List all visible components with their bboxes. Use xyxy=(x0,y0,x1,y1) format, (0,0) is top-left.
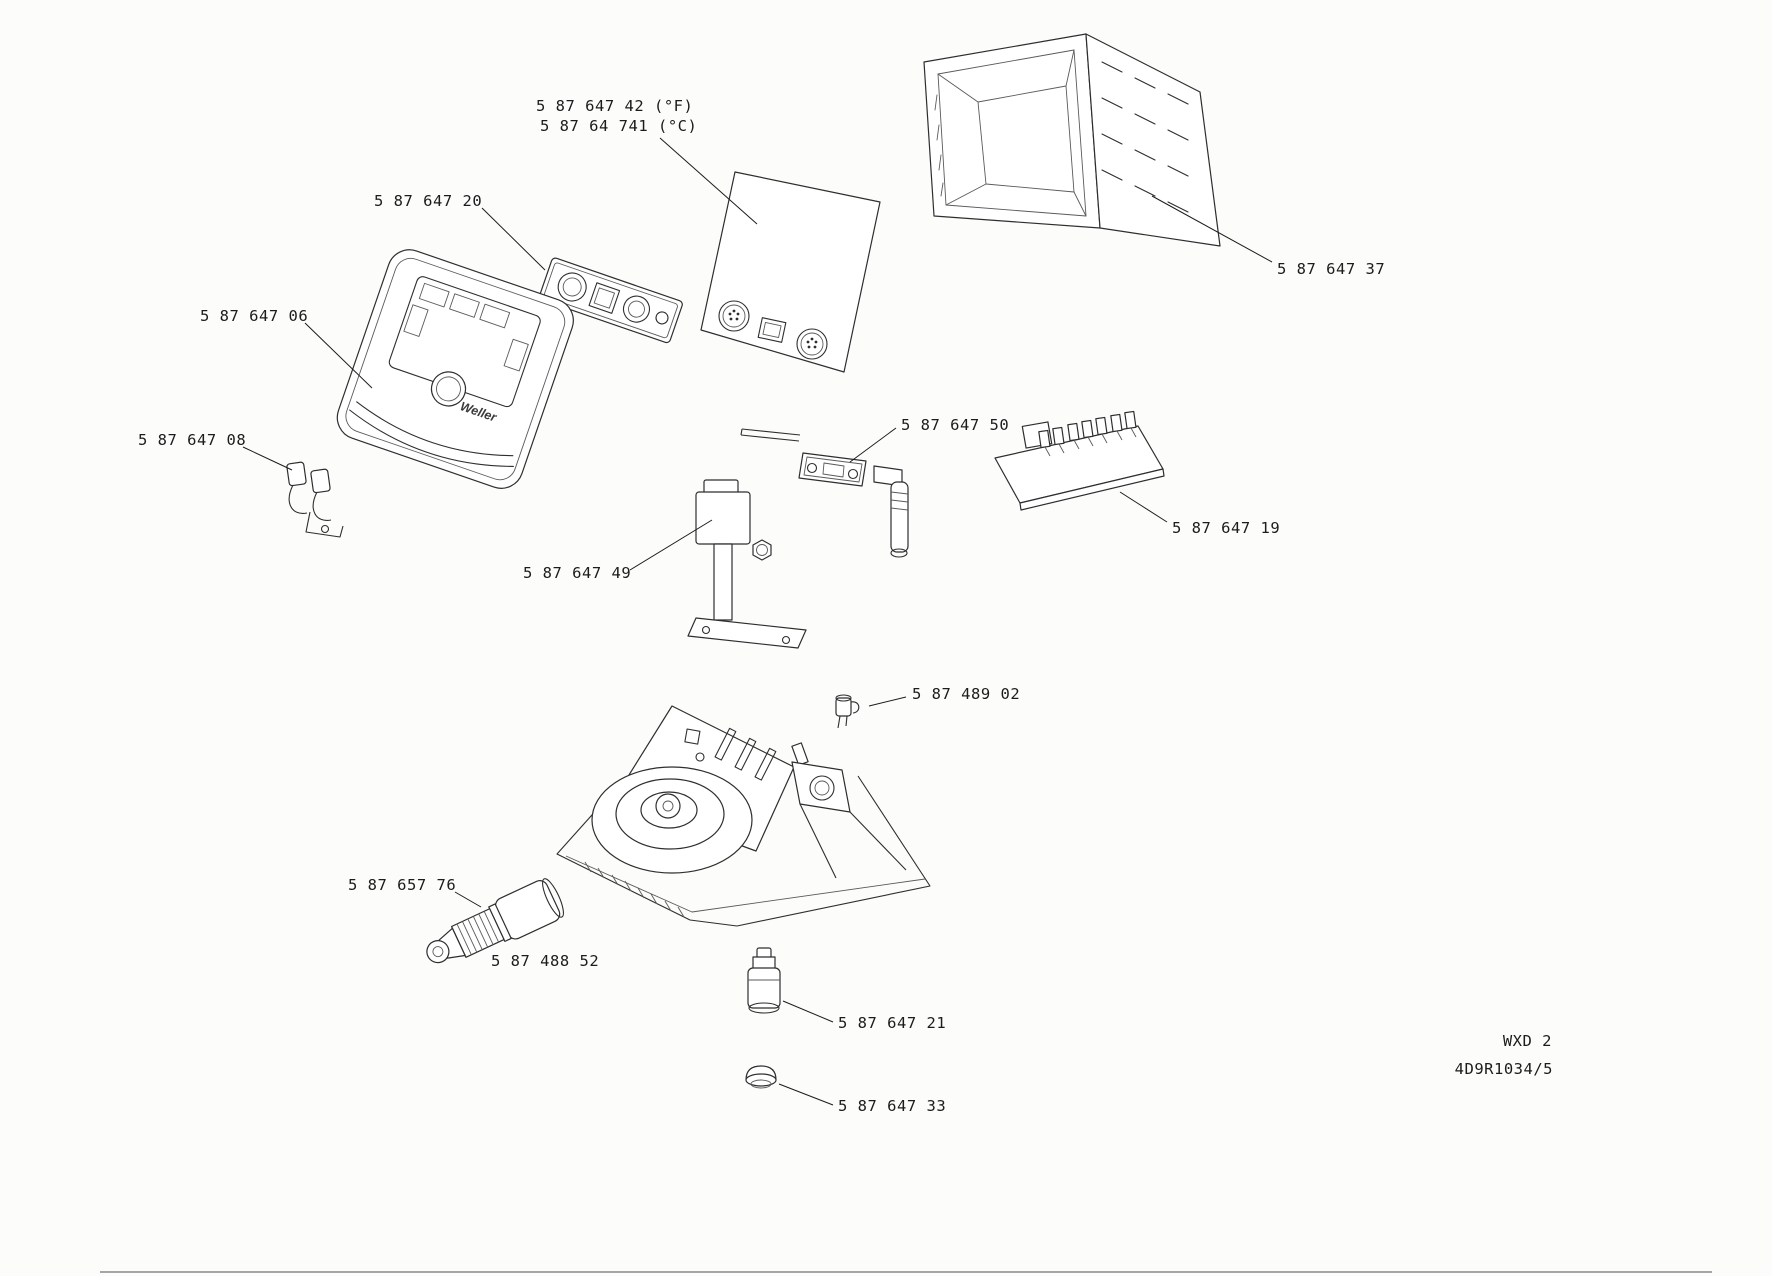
product-name: WXD 2 xyxy=(1503,1032,1552,1050)
label-pcb: 5 87 647 19 xyxy=(1172,519,1280,537)
label-tube-connector: 5 87 647 50 xyxy=(901,416,1009,434)
clip-drawing xyxy=(835,694,860,729)
pcb-drawing xyxy=(994,410,1165,511)
label-barrel: 5 87 488 52 xyxy=(491,952,599,970)
housing-rim-slots xyxy=(934,94,944,197)
housing-drawing xyxy=(923,33,1221,247)
stand-base-drawing xyxy=(556,705,931,927)
label-cable-clip: 5 87 647 08 xyxy=(138,431,246,449)
solenoid-valve-drawing xyxy=(687,479,807,649)
label-filter-cartridge: 5 87 647 21 xyxy=(838,1014,946,1032)
rear-panel-drawing xyxy=(700,171,881,373)
cap-drawing xyxy=(745,1065,777,1089)
front-panel-drawing: Weller xyxy=(336,249,574,489)
label-clip: 5 87 489 02 xyxy=(912,685,1020,703)
label-control-strip: 5 87 647 20 xyxy=(374,192,482,210)
nozzle-assembly-drawing xyxy=(426,878,564,964)
label-housing: 5 87 647 37 xyxy=(1277,260,1385,278)
label-front-panel: 5 87 647 06 xyxy=(200,307,308,325)
label-solenoid-valve: 5 87 647 49 xyxy=(523,564,631,582)
label-cap: 5 87 647 33 xyxy=(838,1097,946,1115)
leader-lines xyxy=(242,137,1273,1106)
tube-connector-drawing xyxy=(740,428,909,558)
label-rear-panel-celsius: 5 87 64 741 (°C) xyxy=(540,117,697,135)
housing-vent-slots xyxy=(1101,61,1189,213)
drawing-number: 4D9R1034/5 xyxy=(1455,1060,1553,1078)
part-labels: 5 87 647 42 (°F) 5 87 64 741 (°C) 5 87 6… xyxy=(138,97,1385,1115)
title-block: WXD 2 4D9R1034/5 xyxy=(1455,1032,1553,1078)
label-rear-panel-fahrenheit: 5 87 647 42 (°F) xyxy=(536,97,693,115)
filter-cartridge-drawing xyxy=(747,947,781,1014)
control-strip-drawing xyxy=(539,257,683,344)
label-nozzle-assembly: 5 87 657 76 xyxy=(348,876,456,894)
elbow-fitting-drawing xyxy=(873,465,909,558)
cable-clip-drawing xyxy=(286,461,344,538)
tray-front-slots xyxy=(584,861,685,918)
